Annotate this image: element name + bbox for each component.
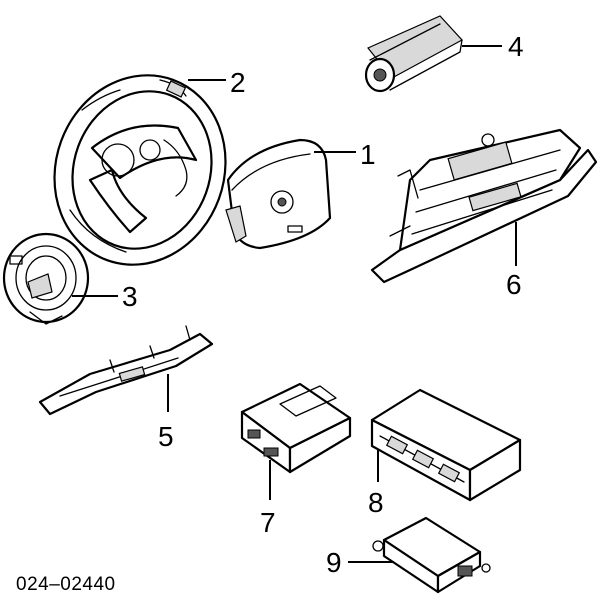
part-5-sensor-bracket <box>38 325 214 416</box>
part-9-airbag-control-module <box>372 516 491 594</box>
callout-7: 7 <box>260 507 276 538</box>
callout-6: 6 <box>506 269 522 300</box>
part-2-steering-wheel <box>53 74 227 266</box>
part-1-airbag-module <box>225 138 332 250</box>
reference-code: 024–02440 <box>16 574 116 595</box>
callout-5: 5 <box>158 421 174 452</box>
callout-9: 9 <box>326 547 342 578</box>
part-8-control-module <box>370 388 522 502</box>
part-3-clock-spring <box>2 232 90 325</box>
part-4-inflator <box>364 15 463 93</box>
callout-8: 8 <box>368 487 384 518</box>
callout-3: 3 <box>122 281 138 312</box>
part-7-control-unit <box>240 382 352 474</box>
part-6-passenger-airbag <box>370 128 598 284</box>
callout-2: 2 <box>230 67 246 98</box>
callout-1: 1 <box>360 139 376 170</box>
callout-4: 4 <box>508 31 524 62</box>
